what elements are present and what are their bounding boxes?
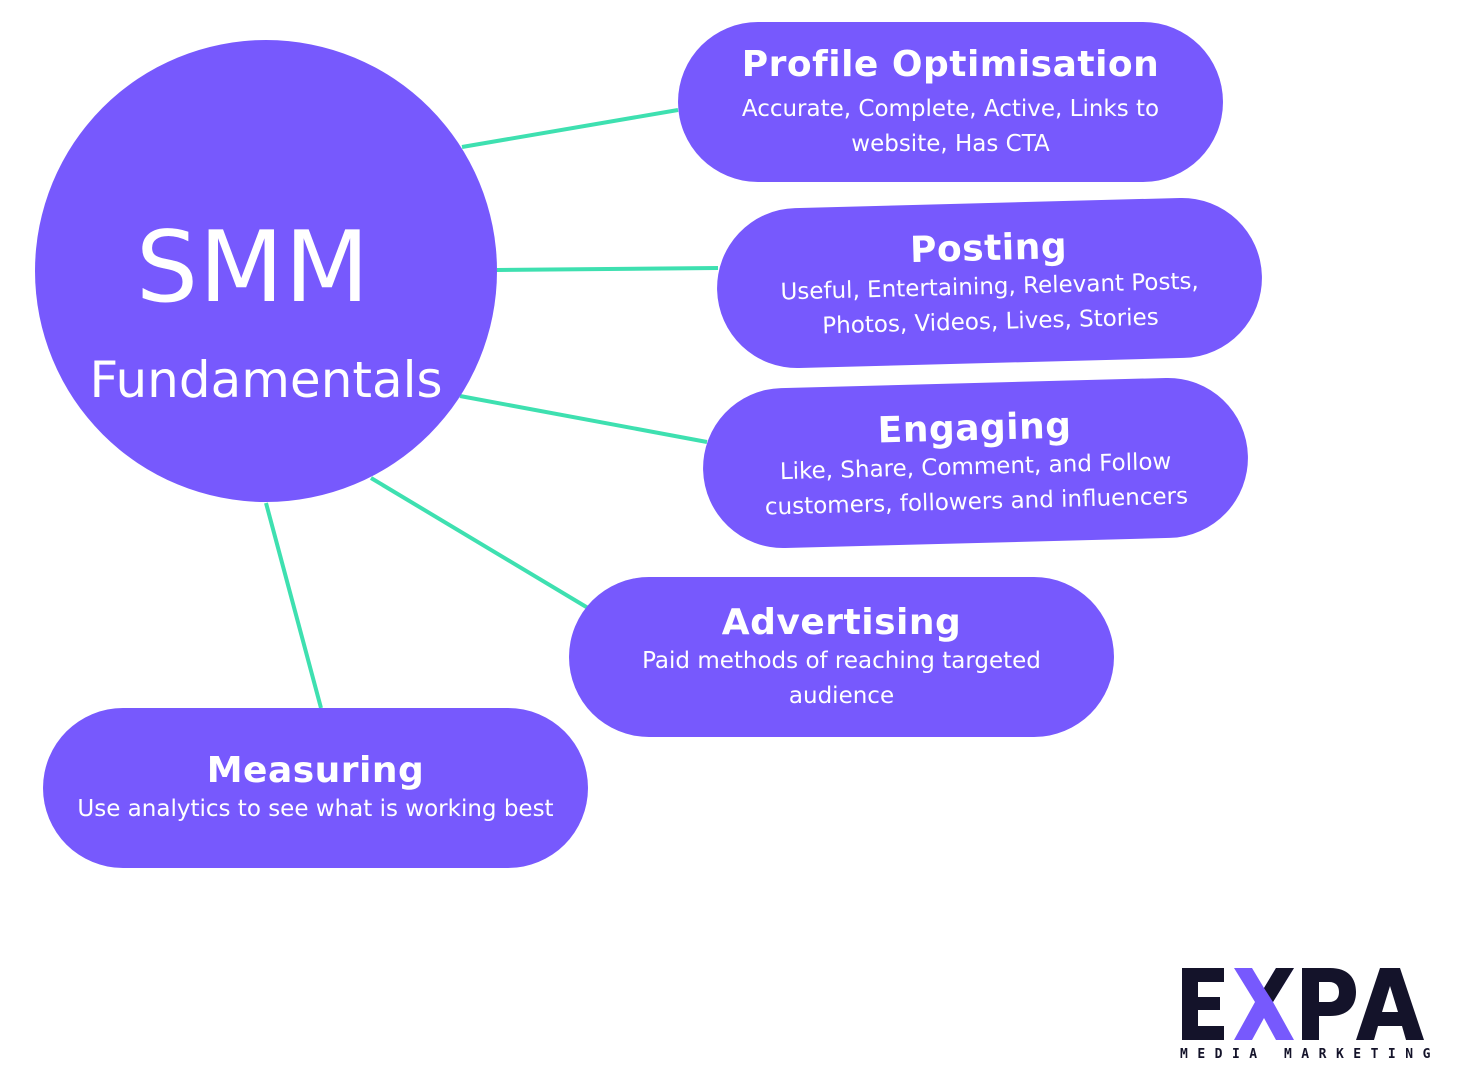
hub-subtitle: Fundamentals bbox=[89, 351, 443, 409]
connector-engaging bbox=[459, 394, 708, 444]
branch-engaging: Engaging Like, Share, Comment, and Follo… bbox=[700, 375, 1251, 551]
branch-title: Advertising bbox=[721, 602, 962, 643]
branch-description-line: Use analytics to see what is working bes… bbox=[77, 796, 554, 822]
connector-posting bbox=[496, 266, 719, 272]
branch-advertising: Advertising Paid methods of reaching tar… bbox=[569, 577, 1114, 737]
branch-profile-optimisation: Profile Optimisation Accurate, Complete,… bbox=[678, 22, 1223, 182]
branch-description-line: Paid methods of reaching targeted bbox=[642, 648, 1041, 674]
branch-measuring: Measuring Use analytics to see what is w… bbox=[43, 708, 588, 868]
expa-logo: MEDIA MARKETING bbox=[1180, 962, 1440, 1068]
hub-title: SMM bbox=[135, 211, 371, 325]
connector-profile bbox=[461, 108, 679, 149]
branch-description-line: audience bbox=[788, 683, 895, 709]
expa-wordmark-icon bbox=[1182, 968, 1424, 1040]
logo-tagline: MEDIA MARKETING bbox=[1180, 1047, 1440, 1062]
branch-title: Measuring bbox=[206, 750, 425, 791]
connector-measuring bbox=[264, 502, 323, 709]
branch-posting: Posting Useful, Entertaining, Relevant P… bbox=[714, 195, 1265, 371]
branch-description-line: Accurate, Complete, Active, Links to bbox=[741, 96, 1160, 122]
hub-circle: SMM Fundamentals bbox=[35, 40, 497, 502]
branch-title: Profile Optimisation bbox=[741, 44, 1160, 85]
connector-advertising bbox=[369, 476, 590, 610]
branch-description-line: website, Has CTA bbox=[851, 131, 1050, 157]
